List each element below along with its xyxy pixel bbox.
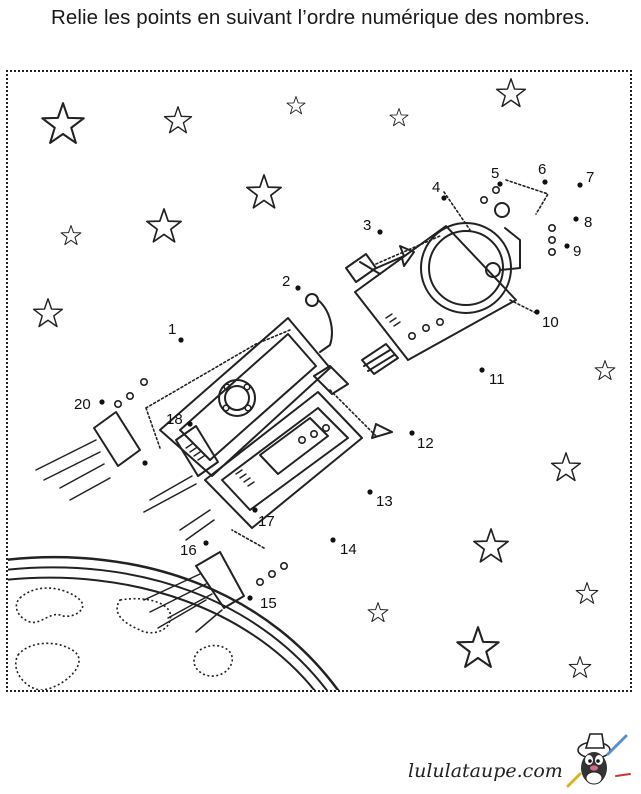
activity-frame — [6, 70, 632, 692]
dot-label: 12 — [417, 435, 434, 452]
star-icon — [456, 626, 500, 668]
dot-label: 15 — [260, 595, 277, 612]
dot-3: 3 — [363, 217, 383, 235]
dot-label: 8 — [584, 214, 592, 231]
dot-label: 1 — [168, 321, 176, 338]
dot-label: 18 — [166, 411, 183, 428]
dot-label: 17 — [258, 513, 275, 530]
dot-4: 4 — [432, 179, 447, 201]
star-icon — [575, 582, 599, 604]
dot-6: 6 — [538, 161, 548, 185]
star-icon — [246, 174, 282, 209]
star-icon — [32, 298, 64, 328]
dot-label: 9 — [573, 243, 581, 260]
dot-1: 1 — [168, 321, 184, 343]
dot-label: 3 — [363, 217, 371, 234]
brand-signature: lululataupe.com — [408, 760, 563, 782]
dot-16: 16 — [180, 540, 209, 559]
dot-15: 15 — [247, 595, 277, 612]
star-icon — [568, 656, 592, 678]
dot-label: 20 — [74, 396, 91, 413]
rocket-drawing — [35, 179, 556, 633]
dot-14: 14 — [330, 537, 357, 558]
mole-mascot-icon — [566, 733, 631, 788]
dot-11: 11 — [479, 367, 505, 388]
dot-5: 5 — [491, 165, 503, 187]
star-icon — [594, 360, 616, 381]
dot-2: 2 — [282, 273, 301, 291]
star-icon — [473, 528, 509, 563]
dot-10: 10 — [534, 309, 559, 331]
star-icon — [286, 96, 306, 115]
star-icon — [367, 602, 389, 623]
dot-label: 14 — [340, 541, 357, 558]
dot-label: 13 — [376, 493, 393, 510]
dot-7: 7 — [577, 169, 594, 188]
star-icon — [495, 78, 527, 108]
dot-label: 6 — [538, 161, 546, 178]
dot-18: 18 — [166, 411, 193, 428]
dot-label: 11 — [489, 371, 505, 388]
planet-drawing — [8, 556, 340, 690]
dot-9: 9 — [564, 243, 581, 260]
dot-label: 5 — [491, 165, 499, 182]
dot-label: 2 — [282, 273, 290, 290]
numbered-dots: 1 2 3 4 5 6 7 8 9 10 11 12 13 14 15 16 1… — [0, 0, 594, 612]
dot-12: 12 — [409, 430, 434, 452]
dot-label: 7 — [586, 169, 594, 186]
star-icons — [32, 78, 616, 678]
dot-label: 10 — [542, 314, 559, 331]
dot-17: 17 — [252, 507, 275, 530]
dot-label: 19 — [0, 0, 17, 4]
star-icon — [389, 108, 409, 127]
star-icon — [550, 452, 582, 482]
dot-label: 16 — [180, 542, 197, 559]
star-icon — [41, 102, 85, 144]
dot-19: 19 — [0, 0, 148, 466]
dot-8: 8 — [573, 214, 592, 231]
star-icon — [60, 225, 82, 246]
dot-label: 4 — [432, 179, 440, 196]
instruction-title: Relie les points en suivant l’ordre numé… — [50, 6, 591, 29]
dot-13: 13 — [367, 489, 393, 510]
dot-20: 20 — [74, 396, 105, 413]
star-icon — [146, 208, 182, 243]
star-icon — [163, 106, 193, 134]
